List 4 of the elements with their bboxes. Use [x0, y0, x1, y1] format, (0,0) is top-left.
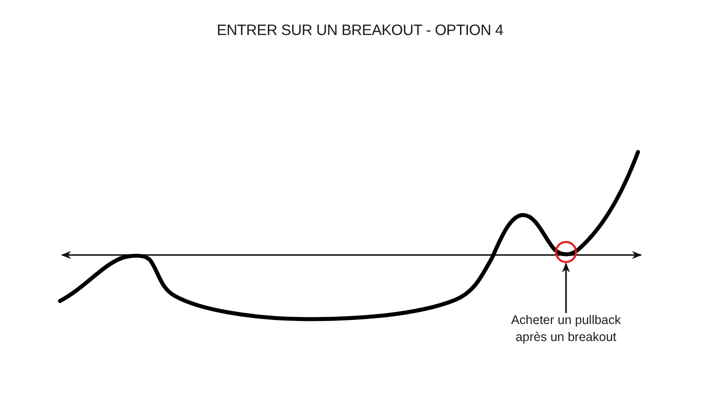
arrow — [562, 262, 570, 313]
title: ENTRER SUR UN BREAKOUT - OPTION 4 — [216, 22, 504, 39]
highlight-circle — [555, 241, 577, 263]
annotation-text: Acheter un pullback après un breakout — [503, 312, 629, 346]
